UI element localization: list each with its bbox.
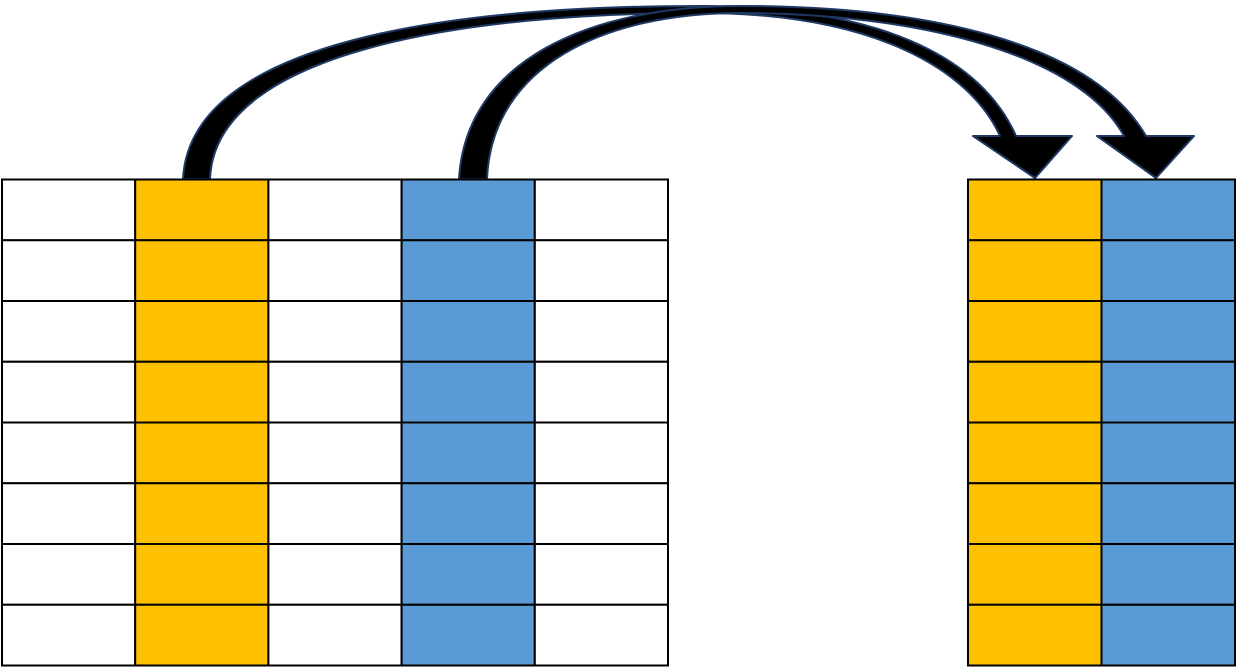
target-cell-r6-c2	[1100, 482, 1236, 545]
source-cell-r5-c1	[1, 421, 137, 485]
source-cell-r2-c2	[134, 239, 270, 302]
source-cell-r1-c5	[533, 178, 669, 242]
target-cell-r1-c2	[1100, 178, 1236, 242]
source-cell-r2-c4	[400, 239, 536, 302]
source-cell-r6-c3	[267, 482, 403, 545]
source-cell-r3-c2	[134, 300, 270, 363]
target-cell-r6-c1	[967, 482, 1103, 545]
source-cell-r3-c3	[267, 300, 403, 363]
target-cell-r2-c2	[1100, 239, 1236, 302]
target-cell-r8-c1	[967, 603, 1103, 667]
source-cell-r7-c5	[533, 543, 669, 606]
source-cell-r4-c2	[134, 360, 270, 424]
source-cell-r5-c2	[134, 421, 270, 485]
target-cell-r3-c2	[1100, 300, 1236, 363]
source-cell-r4-c5	[533, 360, 669, 424]
source-cell-r4-c3	[267, 360, 403, 424]
target-cell-r3-c1	[967, 300, 1103, 363]
source-cell-r8-c2	[134, 603, 270, 667]
source-cell-r1-c4	[400, 178, 536, 242]
source-cell-r2-c5	[533, 239, 669, 302]
source-cell-r1-c1	[1, 178, 137, 242]
target-cell-r4-c1	[967, 360, 1103, 424]
source-cell-r5-c5	[533, 421, 669, 485]
target-cell-r7-c1	[967, 543, 1103, 606]
target-cell-r5-c1	[967, 421, 1103, 485]
source-cell-r2-c3	[267, 239, 403, 302]
source-cell-r8-c4	[400, 603, 536, 667]
source-cell-r7-c4	[400, 543, 536, 606]
source-cell-r3-c5	[533, 300, 669, 363]
source-cell-r3-c1	[1, 300, 137, 363]
target-cell-r8-c2	[1100, 603, 1236, 667]
target-cell-r7-c2	[1100, 543, 1236, 606]
target-cell-r2-c1	[967, 239, 1103, 302]
source-cell-r6-c1	[1, 482, 137, 545]
target-cell-r5-c2	[1100, 421, 1236, 485]
source-cell-r8-c5	[533, 603, 669, 667]
source-cell-r4-c1	[1, 360, 137, 424]
source-cell-r5-c3	[267, 421, 403, 485]
source-cell-r2-c1	[1, 239, 137, 302]
target-cell-r1-c1	[967, 178, 1103, 242]
source-cell-r7-c1	[1, 543, 137, 606]
source-cell-r8-c3	[267, 603, 403, 667]
target-table	[967, 178, 1236, 667]
source-cell-r1-c2	[134, 178, 270, 242]
source-cell-r6-c4	[400, 482, 536, 545]
source-cell-r6-c2	[134, 482, 270, 545]
orange-column-arrow	[182, 5, 1073, 180]
source-cell-r4-c4	[400, 360, 536, 424]
target-cell-r4-c2	[1100, 360, 1236, 424]
source-cell-r3-c4	[400, 300, 536, 363]
blue-column-arrow	[458, 5, 1195, 180]
source-cell-r5-c4	[400, 421, 536, 485]
source-cell-r7-c2	[134, 543, 270, 606]
source-table	[1, 178, 669, 667]
source-cell-r7-c3	[267, 543, 403, 606]
source-cell-r8-c1	[1, 603, 137, 667]
arrows	[182, 5, 1195, 180]
source-cell-r1-c3	[267, 178, 403, 242]
source-cell-r6-c5	[533, 482, 669, 545]
